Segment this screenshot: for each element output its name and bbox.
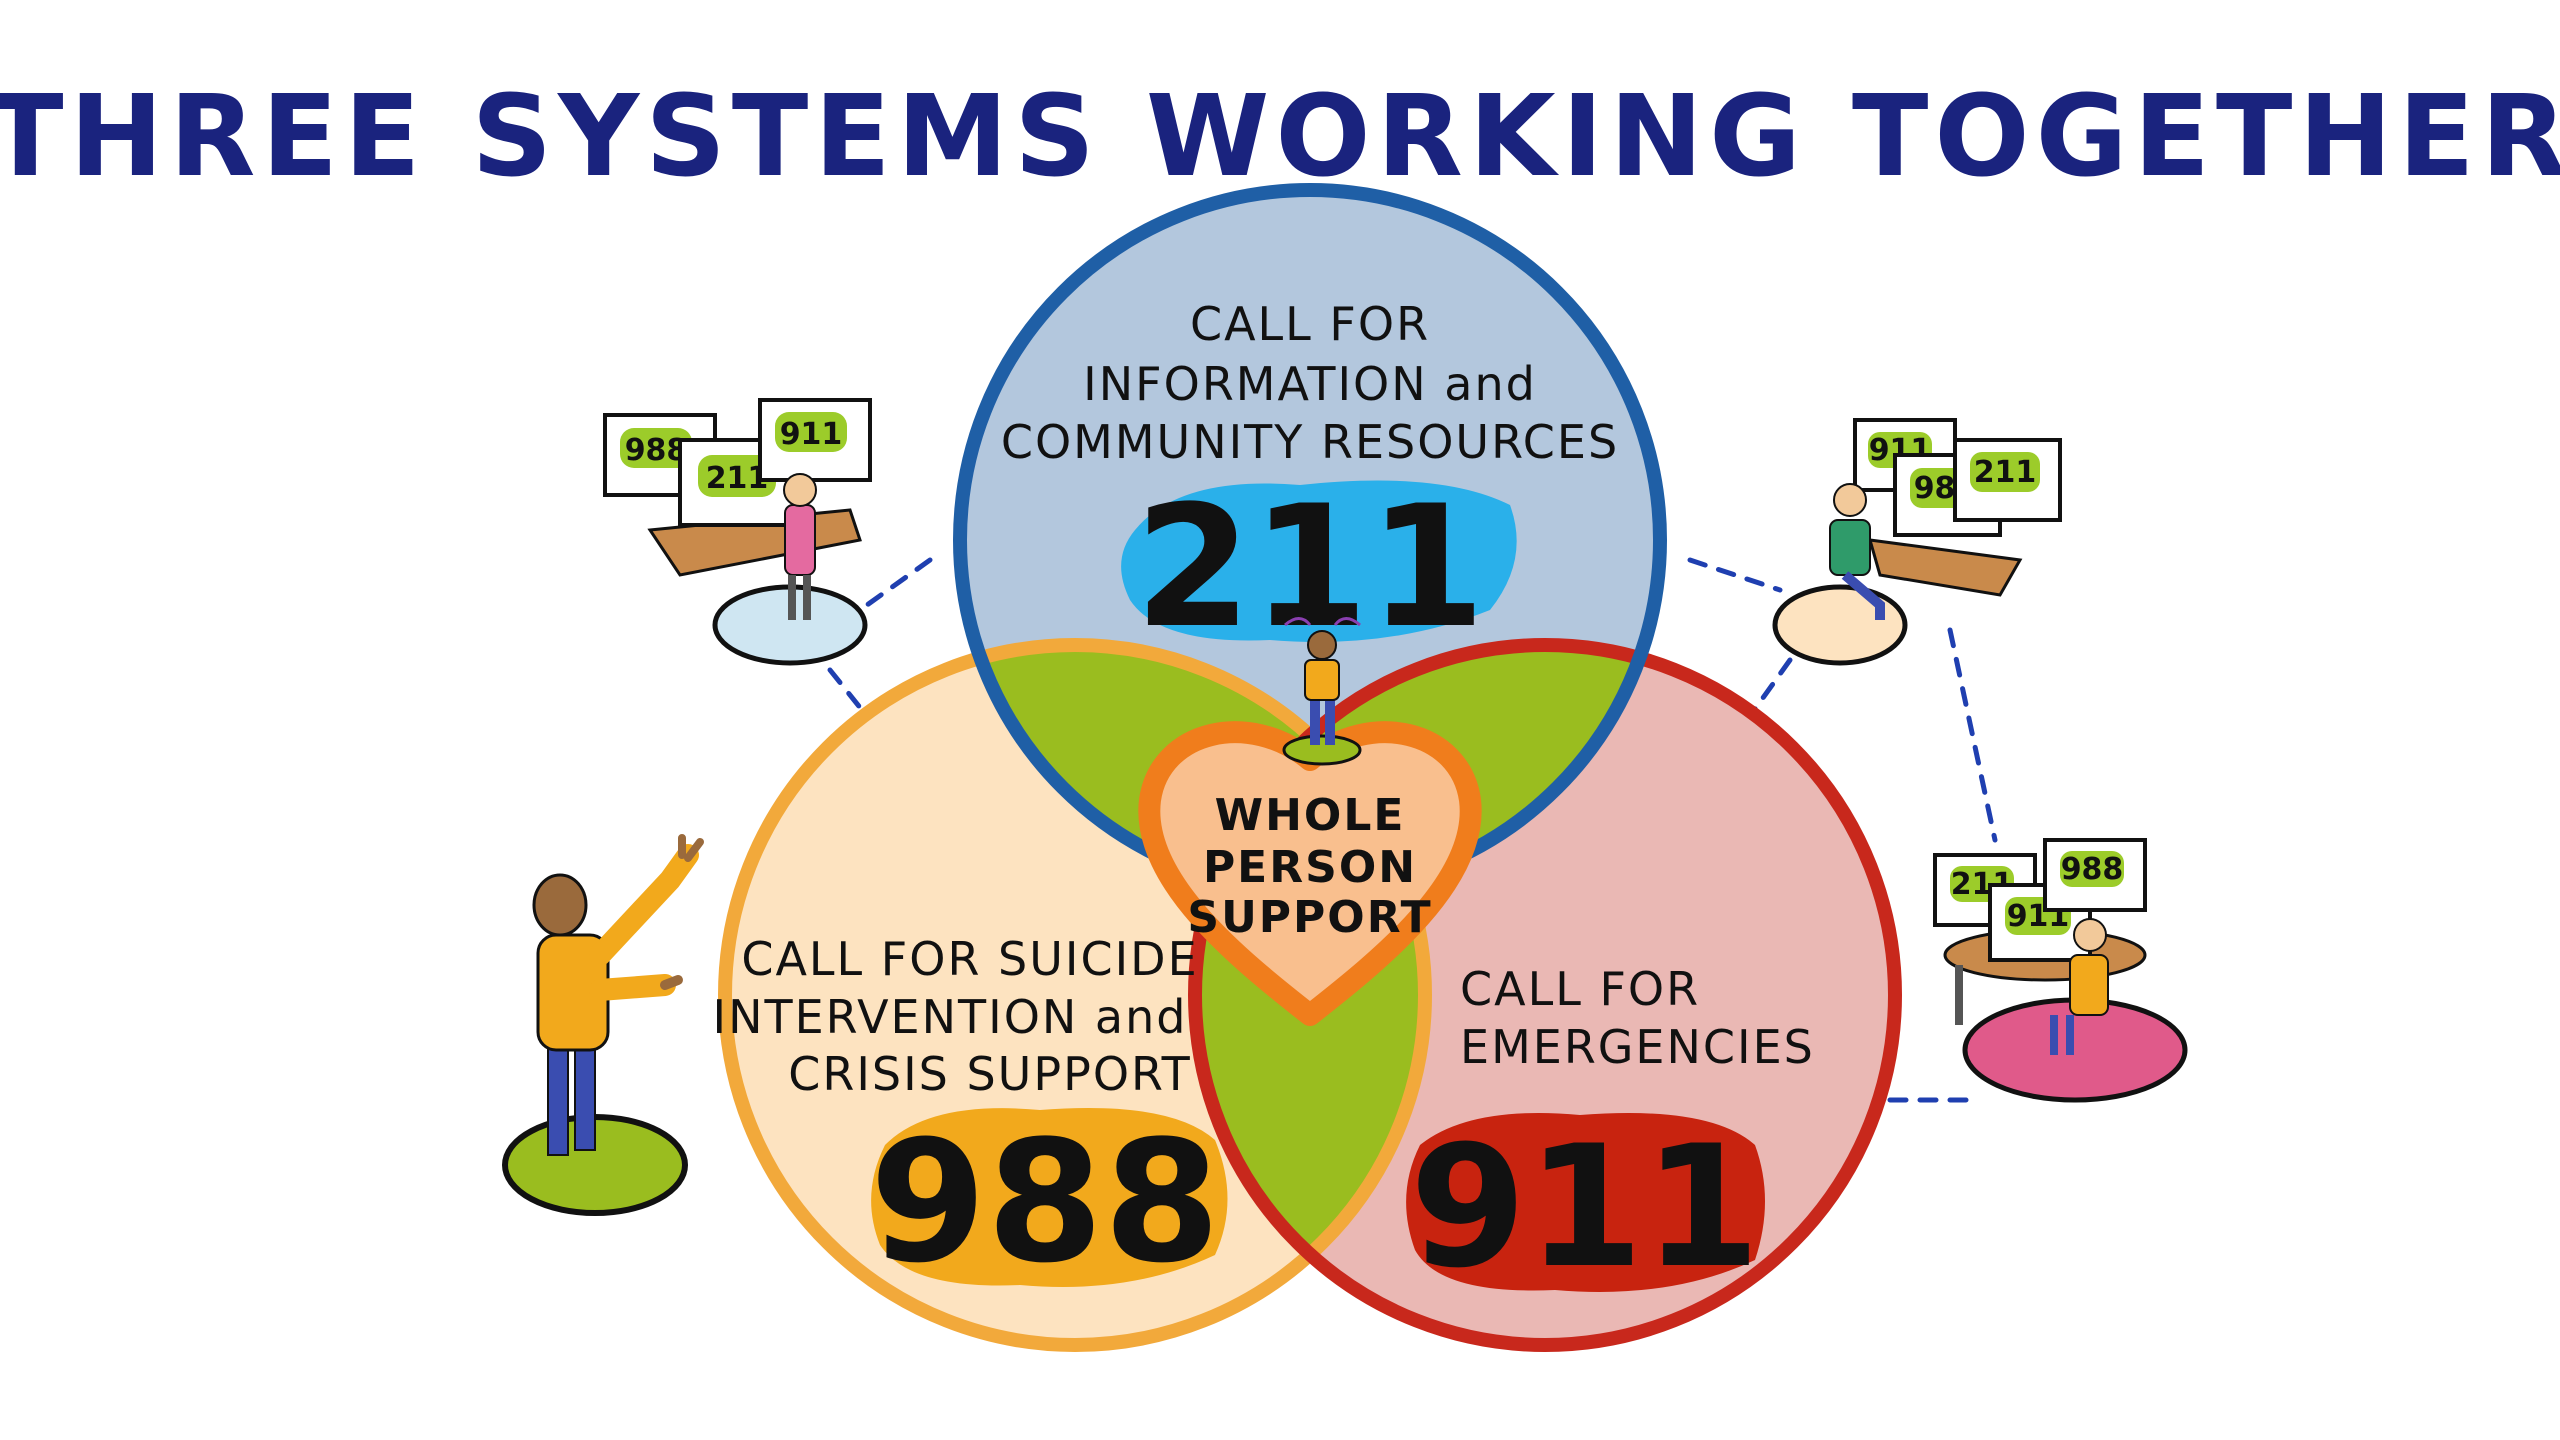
svg-text:988: 988 [2061,852,2124,887]
number-988: 988 [870,1104,1221,1300]
svg-text:CALL FOR: CALL FOR [1190,297,1430,351]
svg-text:CRISIS SUPPORT: CRISIS SUPPORT [788,1047,1192,1101]
circle-911-outline [1188,638,1902,1352]
monitor-right: 988 [2043,838,2147,912]
badge-988 [871,1108,1228,1287]
svg-text:CALL FOR SUICIDE: CALL FOR SUICIDE [741,932,1198,986]
person-left-waving [502,834,704,1216]
svg-text:911: 911 [780,417,843,452]
whole-person-support-label: WHOLE PERSON SUPPORT [1187,790,1432,943]
svg-text:211: 211 [706,461,769,496]
monitor-right: 911 [758,398,872,482]
station-top-left: 988 211 911 [603,398,872,666]
monitor-center: 911 [1988,883,2092,962]
number-911: 911 [1410,1109,1761,1305]
number-211: 211 [1135,469,1486,665]
system-988-description: CALL FOR SUICIDE INTERVENTION and CRISIS… [713,932,1198,1101]
circle-988-outline [718,638,1432,1352]
station-bottom-right: 211 911 988 [1933,838,2188,1103]
center-person-figure [1282,617,1362,766]
svg-text:WHOLE: WHOLE [1215,790,1406,841]
system-211-description: CALL FOR INFORMATION and COMMUNITY RESOU… [1001,297,1619,469]
svg-text:EMERGENCIES: EMERGENCIES [1460,1020,1815,1074]
svg-text:INTERVENTION and: INTERVENTION and [713,990,1188,1044]
badge-911 [1406,1113,1765,1292]
svg-text:COMMUNITY RESOURCES: COMMUNITY RESOURCES [1001,415,1619,469]
svg-text:SUPPORT: SUPPORT [1187,892,1432,943]
svg-text:INFORMATION and: INFORMATION and [1083,357,1537,411]
station-top-right: 911 988 211 [1772,418,2062,666]
badge-211 [1121,480,1517,642]
svg-text:988: 988 [625,433,688,468]
svg-text:CALL FOR: CALL FOR [1460,962,1700,1016]
svg-text:PERSON: PERSON [1203,842,1417,893]
page-title: THREE SYSTEMS WORKING TOGETHER [0,72,2560,202]
system-911-description: CALL FOR EMERGENCIES [1460,962,1815,1074]
monitor-right: 211 [1953,438,2062,522]
svg-text:211: 211 [1974,455,2037,490]
